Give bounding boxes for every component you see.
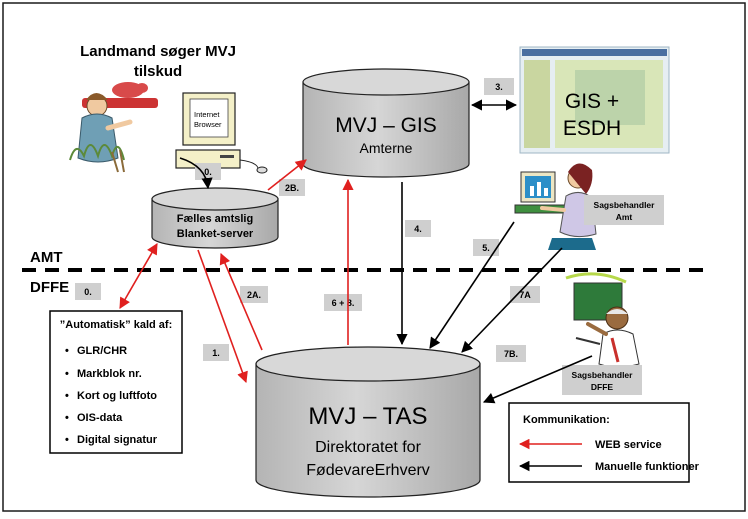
legend-label-manual: Manuelle funktioner: [595, 461, 700, 473]
auto-box-bullet: •: [65, 345, 69, 357]
gis-esdh-line1: GIS +: [565, 90, 619, 113]
arrow-7b: [482, 355, 593, 404]
step-4: 4.: [414, 224, 422, 234]
auto-box-item: GLR/CHR: [77, 345, 127, 357]
tas-line3: FødevareErhverv: [306, 462, 430, 479]
gis-subtitle: Amterne: [360, 140, 413, 156]
blanket-line1: Fælles amtslig: [177, 213, 253, 225]
caseworker-dffe-icon: [565, 272, 640, 368]
auto-box-heading: ”Automatisk” kald af:: [60, 319, 172, 331]
auto-box-item: Markblok nr.: [77, 368, 142, 380]
step-labels: 0. 2B. 3. 4. 5. 0. 2A. 6 + 8. 7A 1. 7B.: [75, 78, 540, 362]
step-box-0-top: [195, 163, 221, 180]
step-box-5: [473, 239, 499, 256]
computer-screen-line2: Browser: [194, 120, 222, 129]
caseworker-dffe-line1: Sagsbehandler: [572, 370, 634, 380]
auto-box-item: OIS-data: [77, 412, 123, 424]
tas-line2: Direktoratet for: [315, 439, 421, 456]
auto-box-item: Kort og luftfoto: [77, 390, 157, 402]
flow-arrows: [119, 99, 593, 404]
caseworker-amt-line1: Sagsbehandler: [594, 200, 656, 210]
step-3: 3.: [495, 82, 503, 92]
zone-label-amt: AMT: [30, 249, 63, 266]
blanket-line2: Blanket-server: [177, 228, 254, 240]
step-box-3: [484, 78, 514, 95]
title-line2: tilskud: [134, 63, 182, 80]
arrow-7a: [461, 247, 563, 353]
step-7a: 7A: [519, 290, 531, 300]
farmer-icon: [69, 82, 158, 173]
step-box-2a: [240, 286, 268, 303]
step-1: 1.: [212, 348, 220, 358]
arrow-5: [429, 221, 515, 349]
step-box-2b: [279, 179, 305, 196]
step-6-8: 6 + 8.: [332, 298, 355, 308]
step-box-4: [405, 220, 431, 237]
caseworker-dffe-line2: DFFE: [591, 382, 614, 392]
legend-box: [508, 402, 690, 483]
step-2a: 2A.: [247, 290, 261, 300]
gis-title: MVJ – GIS: [335, 114, 437, 137]
auto-box-bullet: •: [65, 368, 69, 380]
arrow-0-blanket-auto: [119, 243, 158, 309]
caseworker-amt-box: [584, 195, 664, 225]
auto-box-bullet: •: [65, 434, 69, 446]
legend-label-web: WEB service: [595, 439, 662, 451]
auto-box-list: • GLR/CHR • Markblok nr. • Kort og luftf…: [65, 345, 158, 446]
title-line1: Landmand søger MVJ: [80, 43, 236, 60]
step-5: 5.: [482, 243, 490, 253]
cylinder-mvj-tas: [255, 346, 481, 498]
legend-title: Kommunikation:: [523, 414, 610, 426]
caseworker-amt-icon: [514, 163, 597, 250]
step-box-1: [203, 344, 229, 361]
auto-call-box: [49, 310, 183, 454]
step-box-7b: [496, 345, 526, 362]
computer-screen-line1: Internet: [194, 110, 220, 119]
cylinder-blanket-server: [151, 187, 279, 249]
step-box-7a: [510, 286, 540, 303]
cylinder-mvj-gis: [302, 68, 470, 178]
auto-box-item: Digital signatur: [77, 434, 158, 446]
caseworker-amt-line2: Amt: [616, 212, 633, 222]
arrow-2b: [267, 159, 307, 191]
step-7b: 7B.: [504, 349, 518, 359]
arrow-0-computer-blanket: [179, 157, 213, 190]
arrow-2a: [219, 252, 263, 351]
caseworker-dffe-box: [562, 365, 642, 395]
gis-esdh-line2: ESDH: [563, 117, 621, 140]
tas-title: MVJ – TAS: [308, 403, 427, 430]
auto-box-bullet: •: [65, 390, 69, 402]
step-2b: 2B.: [285, 183, 299, 193]
arrow-1: [197, 249, 248, 384]
zone-label-dffe: DFFE: [30, 279, 69, 296]
auto-box-bullet: •: [65, 412, 69, 424]
step-0-top: 0.: [204, 167, 212, 177]
step-box-0-left: [75, 283, 101, 300]
step-box-6-8: [324, 294, 362, 311]
step-0-left: 0.: [84, 287, 92, 297]
gis-esdh-screenshot: [519, 46, 670, 154]
